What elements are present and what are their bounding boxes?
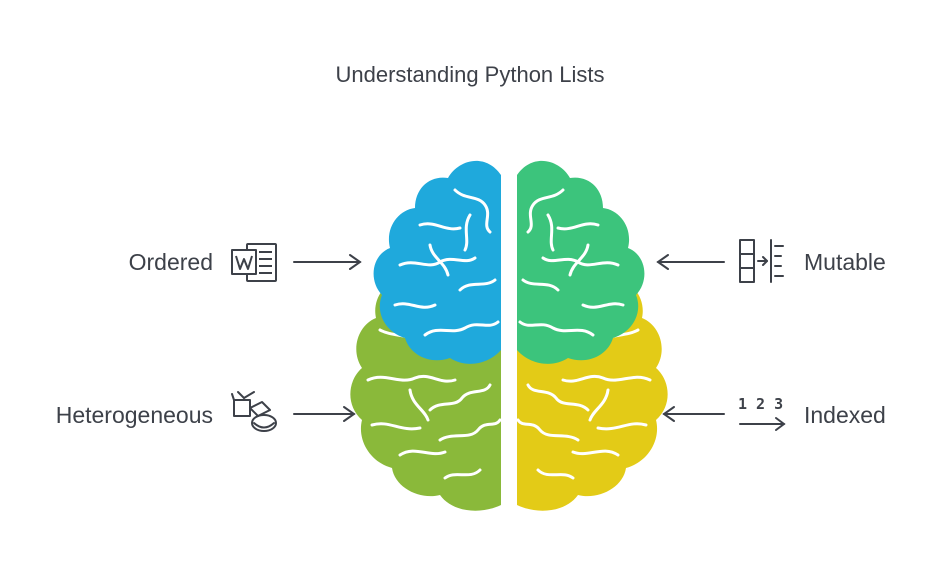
diagram-title: Understanding Python Lists xyxy=(335,62,605,87)
upper-right-lobe xyxy=(517,160,645,364)
arrow-heterogeneous xyxy=(293,406,356,422)
edit-list-icon xyxy=(739,239,784,283)
indexed-icon-text: 1 2 3 xyxy=(738,395,783,413)
arrow-indexed xyxy=(662,406,725,422)
arrow-mutable xyxy=(656,254,725,270)
mixed-objects-icon xyxy=(231,391,277,432)
label-heterogeneous: Heterogeneous xyxy=(55,402,213,428)
upper-left-lobe xyxy=(373,160,501,364)
word-document-icon xyxy=(231,243,277,282)
numbers-123-icon: 1 2 3 xyxy=(738,395,786,431)
right-hemisphere xyxy=(516,160,668,511)
label-ordered: Ordered xyxy=(128,249,213,275)
label-mutable: Mutable xyxy=(804,249,886,275)
label-indexed: Indexed xyxy=(804,402,886,428)
arrow-ordered xyxy=(293,254,362,270)
left-hemisphere xyxy=(350,160,502,511)
